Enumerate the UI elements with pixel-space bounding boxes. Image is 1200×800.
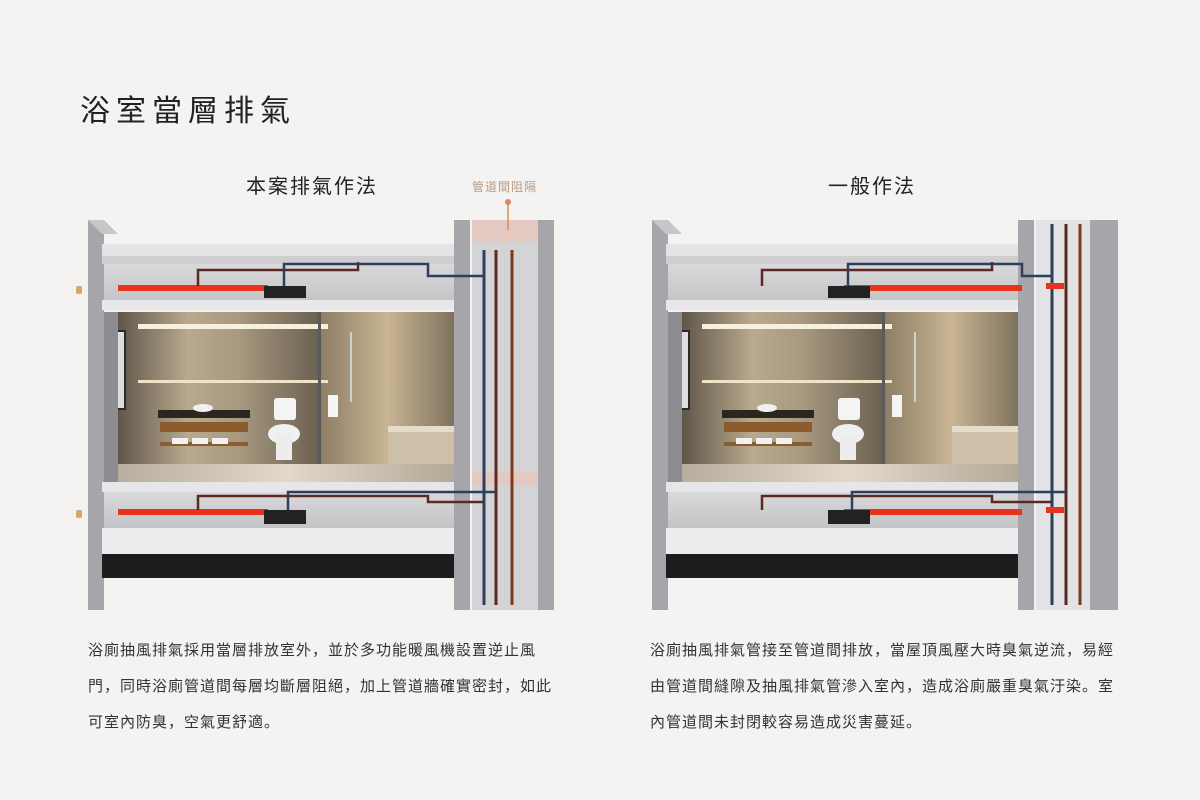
right-pipe-shaft bbox=[1036, 220, 1090, 610]
left-pipe-shaft bbox=[472, 226, 538, 610]
left-building-section bbox=[88, 199, 554, 610]
pipe-end-detail bbox=[76, 286, 82, 294]
right-description: 浴廁抽風排氣管接至管道間排放，當屋頂風壓大時臭氣逆流，易經由管道間縫隙及抽風排氣… bbox=[650, 641, 1115, 731]
right-panel-title: 一般作法 bbox=[828, 174, 916, 198]
left-panel-title: 本案排氣作法 bbox=[246, 174, 378, 198]
left-shaft-barrier-mid bbox=[472, 472, 538, 486]
left-shaft-barrier-top bbox=[472, 220, 538, 242]
shaft-barrier-callout: 管道間阻隔 bbox=[472, 180, 538, 194]
pipe-end-detail bbox=[76, 510, 82, 518]
left-description: 浴廁抽風排氣採用當層排放室外，並於多功能暖風機設置逆止風門，同時浴廁管道間每層均… bbox=[88, 641, 553, 731]
page-title: 浴室當層排氣 bbox=[80, 94, 296, 129]
right-building-section bbox=[652, 220, 1118, 610]
